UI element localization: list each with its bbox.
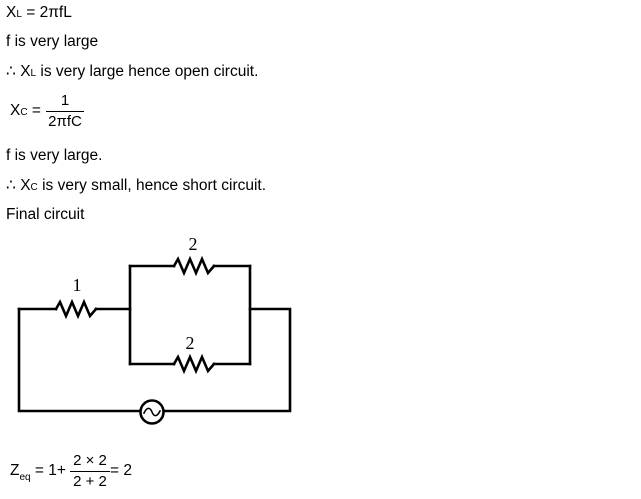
bottom-resistor <box>172 353 216 375</box>
f-large-statement-1: f is very large <box>6 33 99 50</box>
xc-fraction-bar <box>46 111 84 113</box>
xl-rhs: = 2πfL <box>26 4 72 21</box>
xc-fraction: 1 2πfC <box>46 92 84 130</box>
xc-conclusion-text: is very small, hence short circuit. <box>42 177 267 194</box>
xl-symbol: X <box>6 4 17 21</box>
bottom-resistor-label: 2 <box>186 333 195 353</box>
xc-conclusion: ∴ XC is very small, hence short circuit. <box>6 176 266 195</box>
zeq-denominator: 2 + 2 <box>73 473 107 491</box>
f-large-statement-2: f is very large. <box>6 147 103 164</box>
ac-wave <box>142 407 162 417</box>
zeq-subscript: eq <box>19 472 31 483</box>
therefore-symbol: ∴ <box>6 63 16 80</box>
top-resistor-label: 2 <box>189 234 198 254</box>
xl-conclusion-symbol: X <box>20 63 31 80</box>
series-resistor <box>54 298 98 320</box>
xc-formula: XC = <box>10 102 41 120</box>
xc-denominator: 2πfC <box>48 113 82 131</box>
final-circuit-heading: Final circuit <box>6 206 85 223</box>
xc-subscript: C <box>20 107 28 118</box>
xc-conclusion-symbol: X <box>20 177 31 194</box>
xl-conclusion-text: is very large hence open circuit. <box>40 63 259 80</box>
xl-subscript: L <box>16 9 22 20</box>
zeq-numerator: 2 × 2 <box>73 452 107 469</box>
zeq-symbol: Z <box>10 462 20 479</box>
xl-conclusion-subscript: L <box>30 68 37 79</box>
xc-conclusion-subscript: C <box>30 182 38 193</box>
xc-equals: = <box>31 102 41 119</box>
therefore-symbol-2: ∴ <box>6 177 16 194</box>
top-resistor <box>172 255 216 277</box>
zeq-fraction: 2 × 2 2 + 2 <box>70 452 110 490</box>
xl-formula: XL = 2πfL <box>6 4 72 22</box>
zeq-lhs: = 1+ <box>34 462 66 479</box>
zeq-symbol-wrap: Zeq = 1+ <box>10 462 66 483</box>
wire-bottom-right <box>162 307 292 413</box>
series-resistor-label: 1 <box>73 275 82 295</box>
xl-conclusion: ∴ XL is very large hence open circuit. <box>6 62 258 81</box>
xc-numerator: 1 <box>60 92 70 109</box>
zeq-fraction-bar <box>70 471 110 473</box>
xc-symbol: X <box>10 102 21 119</box>
wire-left <box>17 307 142 413</box>
zeq-rhs: = 2 <box>110 462 132 479</box>
ac-source-icon <box>139 399 165 425</box>
